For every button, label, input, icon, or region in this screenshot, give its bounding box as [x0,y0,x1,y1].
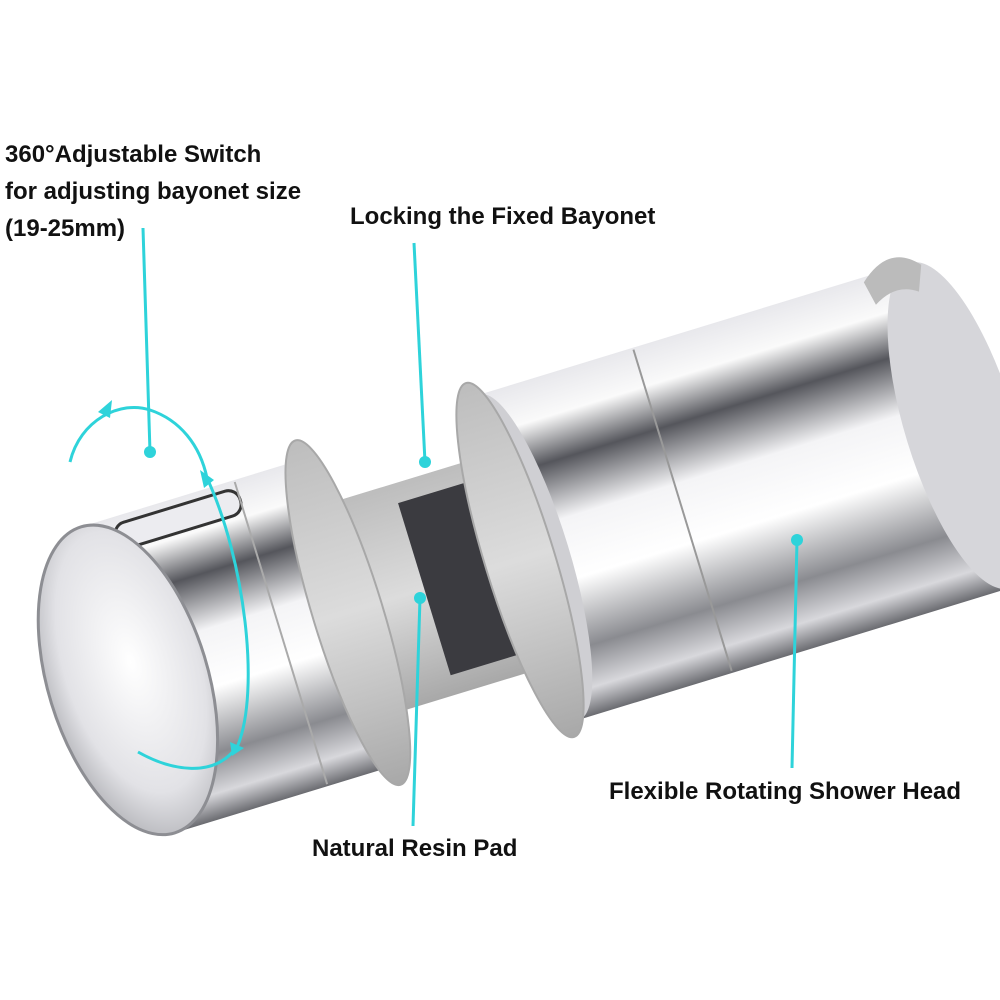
callout-lines [141,227,799,827]
switch-label-line-1: 360°Adjustable Switch [5,141,262,168]
resin-pad-label: Natural Resin Pad [312,835,518,862]
resin-ring-right [455,381,585,739]
switch-label-line-2: for adjusting bayonet size [5,178,302,205]
resin-ring-left [284,439,412,787]
end-cap [36,523,220,837]
shower-head-label: Flexible Rotating Shower Head [609,778,962,805]
callout-dots [144,446,803,604]
locking-label: Locking the Fixed Bayonet [350,203,656,230]
switch-label-line-3: (19-25mm) [5,215,126,242]
switch-label: 360°Adjustable Switch for adjusting bayo… [5,136,301,247]
